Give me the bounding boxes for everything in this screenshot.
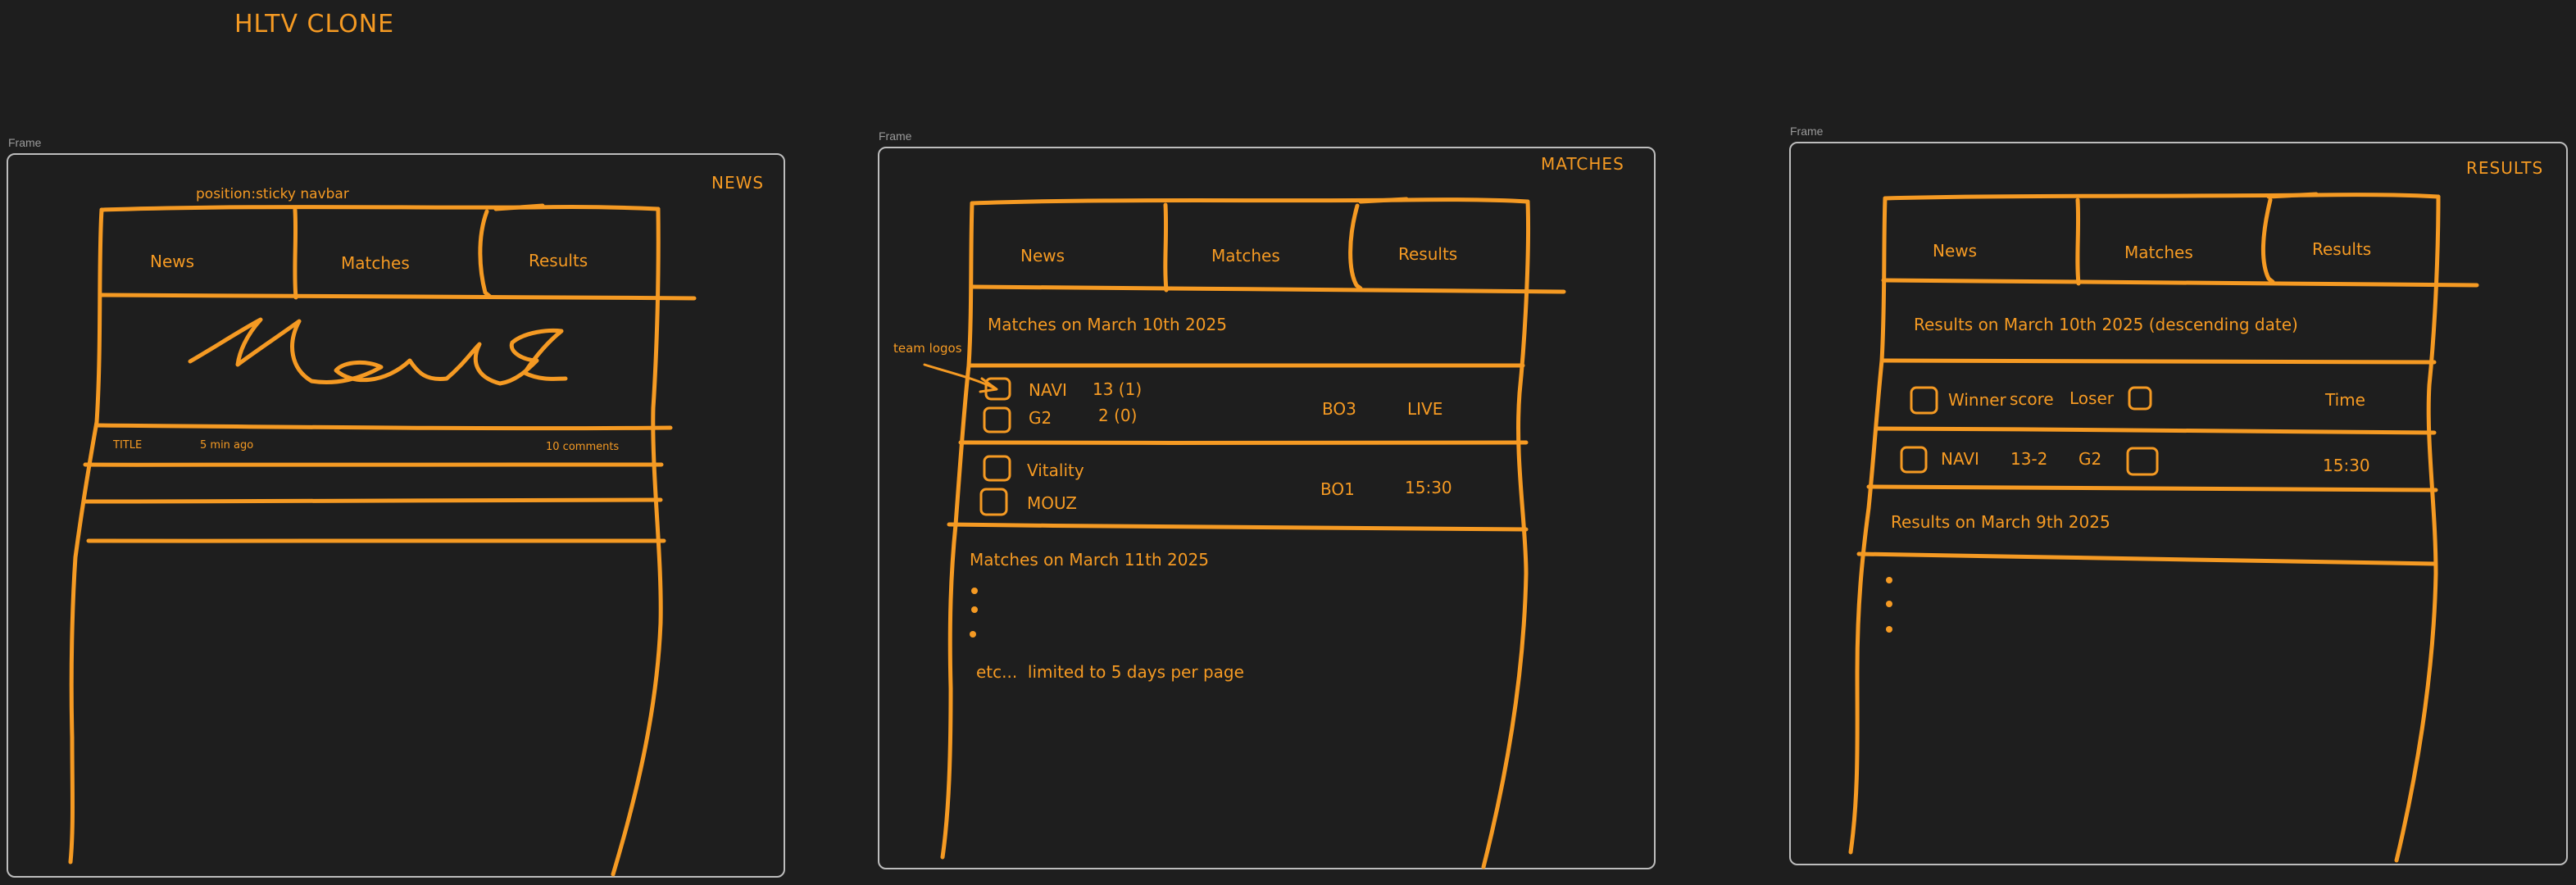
matches-logo-annotation: team logos (893, 341, 962, 356)
results-nav-matches[interactable]: Matches (2124, 243, 2193, 262)
matches-frame-label[interactable]: Frame (879, 129, 912, 143)
news-nav-results[interactable]: Results (529, 251, 588, 270)
matches-nav-results[interactable]: Results (1398, 244, 1458, 264)
results-day2-heading: Results on March 9th 2025 (1891, 512, 2110, 532)
results-frame[interactable] (1789, 142, 2568, 865)
matches-frame[interactable] (878, 147, 1656, 869)
results-header-score: score (2010, 389, 2054, 409)
news-article-title[interactable]: TITLE (113, 439, 143, 452)
matches-match1-format: BO3 (1322, 399, 1356, 419)
news-frame[interactable] (7, 153, 785, 878)
matches-team2-score: 2 (0) (1098, 406, 1138, 425)
matches-day2-heading: Matches on March 11th 2025 (970, 550, 1209, 570)
matches-match2-format: BO1 (1320, 479, 1355, 499)
matches-team2-name[interactable]: G2 (1029, 408, 1052, 428)
canvas-title: HLTV CLONE (234, 10, 395, 39)
news-article-comments[interactable]: 10 comments (546, 441, 620, 453)
news-nav-news[interactable]: News (150, 252, 195, 271)
matches-team1-name[interactable]: NAVI (1029, 380, 1067, 400)
results-frame-label[interactable]: Frame (1790, 125, 1824, 138)
results-nav-results[interactable]: Results (2312, 239, 2372, 259)
matches-footer-note: etc... limited to 5 days per page (976, 662, 1244, 682)
matches-mouz-name[interactable]: MOUZ (1027, 493, 1077, 513)
results-winner-name[interactable]: NAVI (1941, 449, 1979, 469)
results-time: 15:30 (2323, 456, 2370, 475)
news-page-name: NEWS (711, 173, 765, 193)
matches-team1-score: 13 (1) (1093, 379, 1143, 399)
news-nav-matches[interactable]: Matches (341, 253, 410, 273)
matches-nav-matches[interactable]: Matches (1211, 246, 1280, 266)
results-day1-heading: Results on March 10th 2025 (descending d… (1914, 315, 2298, 334)
matches-match2-time: 15:30 (1405, 478, 1452, 497)
results-score: 13-2 (2010, 449, 2048, 469)
results-nav-news[interactable]: News (1933, 241, 1978, 261)
results-header-winner: Winner (1948, 390, 2006, 410)
matches-match1-status[interactable]: LIVE (1407, 399, 1443, 419)
news-frame-label[interactable]: Frame (8, 136, 42, 149)
news-article-time: 5 min ago (200, 439, 254, 452)
matches-page-name: MATCHES (1541, 154, 1624, 174)
matches-vitality-name[interactable]: Vitality (1027, 461, 1084, 480)
matches-day1-heading: Matches on March 10th 2025 (988, 315, 1227, 334)
results-page-name: RESULTS (2466, 158, 2544, 178)
results-header-loser: Loser (2069, 388, 2114, 408)
results-loser-name[interactable]: G2 (2079, 449, 2102, 469)
results-header-time: Time (2325, 390, 2365, 410)
news-sticky-annotation: position:sticky navbar (196, 186, 349, 202)
matches-nav-news[interactable]: News (1020, 246, 1065, 266)
